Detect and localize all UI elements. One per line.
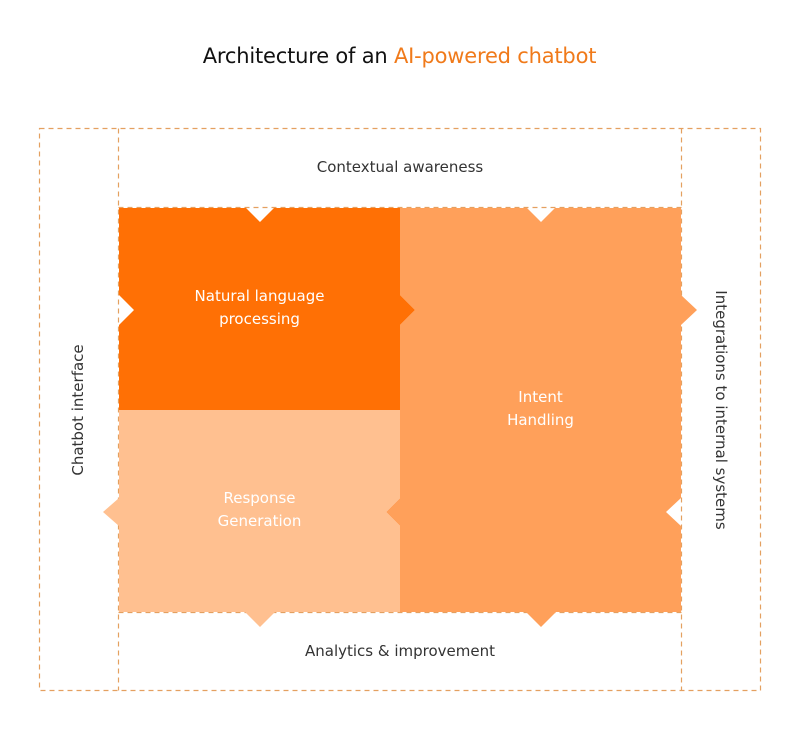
intent-label-line2: Handling [507, 411, 574, 429]
response-generation-block [103, 410, 400, 627]
chatbot-interface-label: Chatbot interface [69, 344, 87, 476]
nlp-label-line2: processing [219, 310, 300, 328]
title-highlight: AI-powered chatbot [393, 44, 597, 68]
nlp-block [119, 208, 415, 410]
response-label-line2: Generation [217, 512, 302, 530]
nlp-label: Natural language processing [119, 285, 400, 331]
dashed-frame [38, 127, 762, 692]
outer-frame [38, 127, 762, 692]
contextual-awareness-label: Contextual awareness [316, 158, 484, 176]
intent-label-line1: Intent [518, 388, 563, 406]
analytics-improvement-label: Analytics & improvement [305, 642, 495, 660]
title-prefix: Architecture of an [202, 44, 394, 68]
intent-handling-label: Intent Handling [400, 386, 681, 432]
integrations-label: Integrations to internal systems [712, 290, 730, 530]
intent-handling-block [386, 208, 697, 627]
nlp-label-line1: Natural language [194, 287, 325, 305]
diagram-title: Architecture of an AI-powered chatbot [0, 44, 799, 68]
response-label-line1: Response [223, 489, 296, 507]
response-generation-label: Response Generation [119, 487, 400, 533]
